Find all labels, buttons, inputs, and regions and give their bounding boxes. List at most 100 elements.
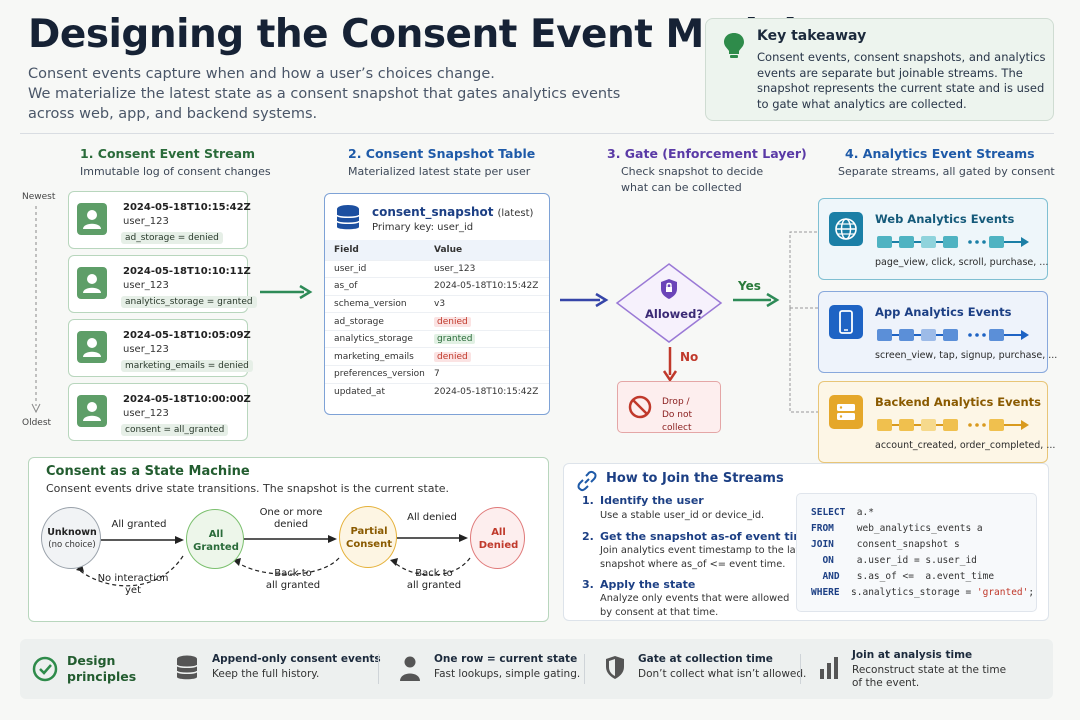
transition-all-granted: All granted (111, 519, 167, 530)
check-circle-icon (32, 656, 58, 682)
join-step-title: Identify the user (600, 494, 704, 507)
snapshot-field: marketing_emails (325, 347, 425, 366)
principle-title: Gate at collection time (638, 653, 773, 665)
takeaway-text: Consent events, consent snapshots, and a… (757, 50, 1046, 111)
state-partial-consent: Partial Consent (339, 506, 397, 568)
snapshot-field: analytics_storage (325, 329, 425, 348)
stream-to-snapshot-arrow (260, 284, 313, 300)
snapshot-field: updated_at (325, 382, 425, 401)
timeline-arrow (31, 206, 41, 414)
join-step-title: Get the snapshot as-of event time (600, 530, 813, 543)
snapshot-value-text: user_123 (434, 263, 476, 274)
stream-events: page_view, click, scroll, purchase, ... (875, 257, 1049, 268)
consent-event-card[interactable]: 2024-05-18T10:15:42Z user_123 ad_storage… (68, 191, 251, 249)
join-step-title: Apply the state (600, 578, 696, 591)
user-avatar-icon (77, 331, 107, 363)
join-step-number: 1. (582, 494, 594, 507)
consent-event-card[interactable]: 2024-05-18T10:05:09Z user_123 marketing_… (68, 319, 253, 377)
stream-name: Web Analytics Events (875, 212, 1015, 226)
event-user: user_123 (123, 408, 169, 419)
gate-yes-label: Yes (738, 279, 761, 293)
snapshot-value-text: denied (434, 351, 471, 362)
snapshot-value: denied (425, 347, 549, 366)
sql-line: JOIN consent_snapshot s (811, 539, 960, 550)
sql-line: ON a.user_id = s.user_id (811, 555, 977, 566)
gate-diamond (615, 263, 723, 343)
snapshot-column-title: 2. Consent Snapshot Table (348, 146, 536, 161)
timeline-oldest-label: Oldest (22, 418, 52, 428)
transition-no-interaction: No interaction yet (97, 573, 169, 596)
state-machine-subtitle: Consent events drive state transitions. … (46, 482, 450, 495)
divider (584, 654, 585, 684)
header-divider (20, 133, 1054, 134)
consent-event-card[interactable]: 2024-05-18T10:00:00Z user_123 consent = … (68, 383, 251, 441)
drop-box: Drop / Do not collect (617, 381, 721, 433)
principle-title: One row = current state (434, 653, 578, 665)
column-header-field: Field (325, 240, 425, 260)
snapshot-field: schema_version (325, 294, 425, 313)
snapshot-value-text: denied (434, 316, 471, 327)
snapshot-value: v3 (425, 294, 549, 313)
analytics-column-subtitle: Separate streams, all gated by consent (838, 165, 1055, 178)
event-sequence-icon (877, 419, 1029, 431)
stream-events: account_created, order_completed, ... (875, 440, 1056, 451)
page-title: Designing the Consent Event Model (28, 12, 797, 57)
snapshot-value: granted (425, 329, 549, 348)
event-sequence-icon (877, 329, 1029, 341)
globe-icon (829, 212, 863, 246)
snapshot-value: denied (425, 312, 549, 331)
snapshot-field: preferences_version (325, 365, 425, 384)
backend-analytics-stream[interactable]: Backend Analytics Events account_created… (818, 381, 1055, 463)
state-all-granted: All Granted (186, 509, 244, 569)
link-icon (577, 470, 597, 492)
gate-question: Allowed? (645, 307, 704, 321)
event-timestamp: 2024-05-18T10:15:42Z (123, 202, 251, 213)
database-icon (176, 655, 198, 680)
drop-label: Drop / Do not collect (662, 397, 693, 433)
snapshot-column-subtitle: Materialized latest state per user (348, 165, 531, 178)
event-tag: ad_storage = denied (121, 232, 223, 244)
join-step-number: 3. (582, 578, 594, 591)
gate-yes-arrow (733, 292, 780, 308)
app-analytics-stream[interactable]: App Analytics Events screen_view, tap, s… (818, 291, 1057, 373)
state-machine-title: Consent as a State Machine (46, 464, 250, 479)
principle-title: Append-only consent events (212, 653, 381, 665)
snapshot-value-text: v3 (434, 298, 446, 309)
sql-line: WHERE s.analytics_storage = 'granted'; (811, 587, 1035, 598)
snapshot-value: 2024-05-18T10:15:42Z (425, 382, 549, 401)
snapshot-value-text: 2024-05-18T10:15:42Z (434, 387, 539, 398)
snapshot-value-text: 2024-05-18T10:15:42Z (434, 281, 539, 292)
stream-column-title: 1. Consent Event Stream (80, 146, 256, 161)
user-icon (400, 656, 420, 681)
web-analytics-stream[interactable]: Web Analytics Events page_view, click, s… (818, 198, 1048, 280)
consent-event-card[interactable]: 2024-05-18T10:10:11Z user_123 analytics_… (68, 255, 257, 313)
stream-branch-connector (789, 231, 818, 413)
event-timestamp: 2024-05-18T10:00:00Z (123, 394, 251, 405)
snapshot-value: 7 (425, 365, 549, 384)
user-avatar-icon (77, 203, 107, 235)
state-machine-panel: Consent as a State Machine Consent event… (28, 457, 549, 622)
join-step-number: 2. (582, 530, 594, 543)
phone-icon (829, 305, 863, 339)
gate-no-label: No (680, 350, 699, 364)
stream-name: App Analytics Events (875, 305, 1012, 319)
principle-title: Join at analysis time (852, 649, 973, 661)
takeaway-title: Key takeaway (757, 28, 867, 44)
snapshot-row: updated_at 2024-05-18T10:15:42Z (325, 382, 549, 401)
snapshot-value: 2024-05-18T10:15:42Z (425, 277, 549, 296)
join-step-desc: Use a stable user_id or device_id. (600, 510, 765, 521)
sql-line: AND s.as_of <= a.event_time (811, 571, 995, 582)
join-title: How to Join the Streams (606, 471, 784, 486)
analytics-column-title: 4. Analytics Event Streams (845, 146, 1035, 161)
transition-back-to-all-granted: Back to all granted (265, 568, 321, 591)
stream-events: screen_view, tap, signup, purchase, ... (875, 350, 1058, 361)
snapshot-primary-key: Primary key: user_id (372, 222, 474, 233)
column-header-value: Value (425, 240, 549, 260)
sql-line: FROM web_analytics_events a (811, 523, 983, 534)
sql-line: SELECT a.* (811, 507, 874, 518)
timeline-newest-label: Newest (22, 192, 56, 202)
snapshot-value-text: granted (434, 334, 476, 345)
event-timestamp: 2024-05-18T10:05:09Z (123, 330, 251, 341)
